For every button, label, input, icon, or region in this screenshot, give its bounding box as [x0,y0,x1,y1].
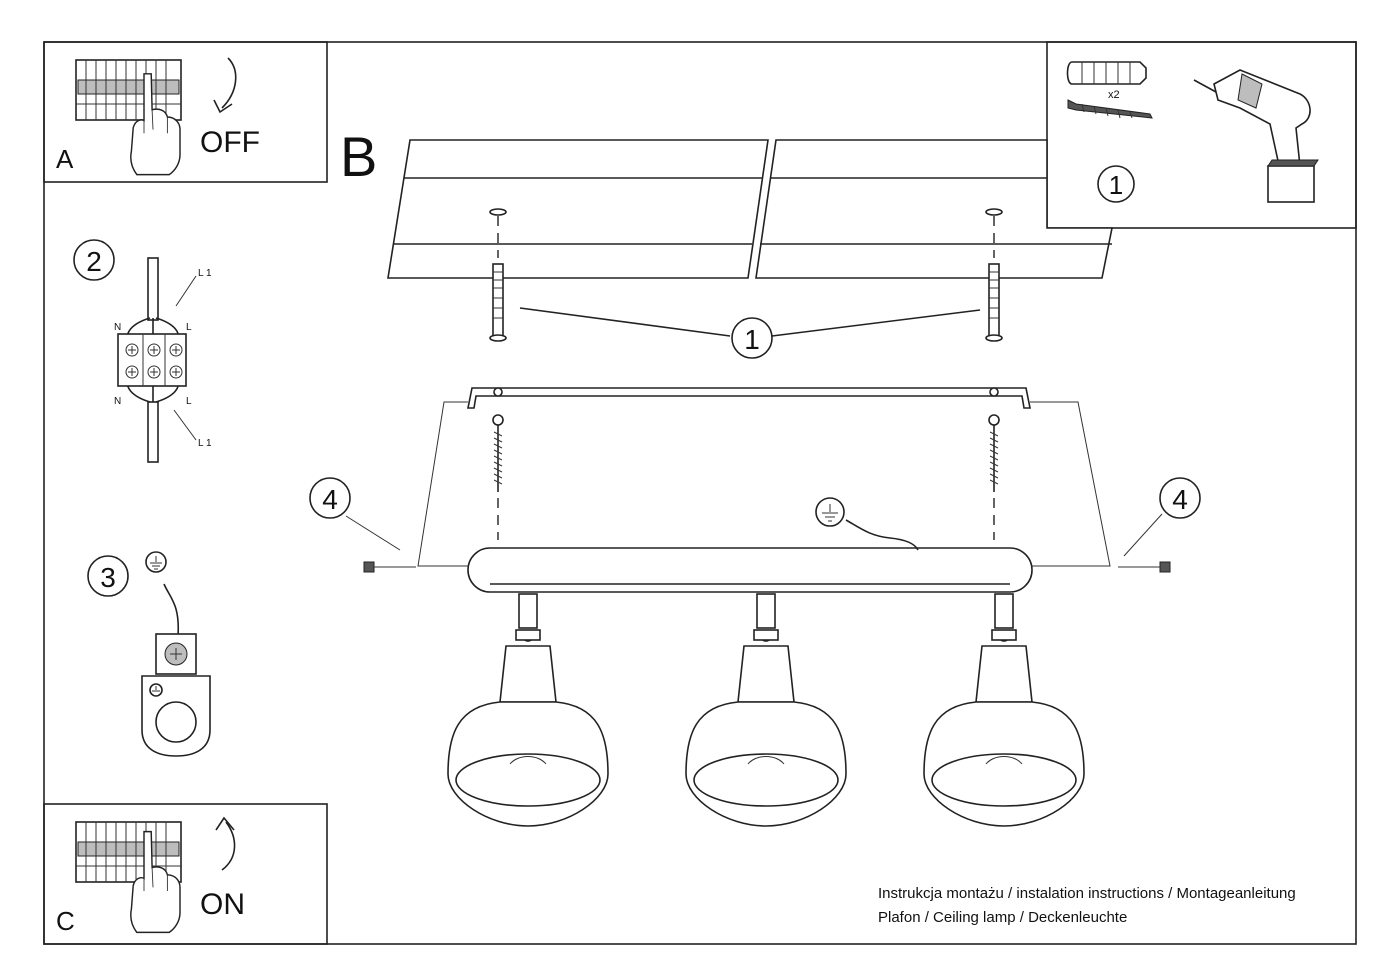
step-4-number-right: 4 [1172,484,1188,515]
step-1-number: 1 [1109,170,1123,200]
ground-connection: 3 [87,551,211,757]
step-3-number: 3 [100,562,116,593]
mounting-bracket [467,387,1031,409]
quantity-label: x2 [1108,89,1120,101]
panel-a: OFF A [43,41,328,183]
lamp-canopy [467,547,1033,593]
footer-line-2: Plafon / Ceiling lamp / Deckenleuchte [878,909,1127,926]
wire-label-l-top: L [186,322,192,333]
step-2-badge [73,239,115,281]
wire-label-l-bottom: L [186,396,192,407]
wall-plug-right [985,263,1003,342]
step-4-callout-right [1159,477,1201,519]
arrow-down-icon [221,57,237,109]
step-3-badge [87,555,129,597]
wire-label-l1-top: L 1 [198,268,212,279]
panel-c: ON C [43,803,328,945]
wire-label-n-top: N [114,322,121,333]
ceiling [387,139,1113,279]
panel-b: B 1 [309,125,1201,827]
step-2-number: 2 [86,246,102,277]
step-1-badge [1097,165,1135,203]
step-1-callout-number: 1 [744,324,760,355]
lamp-head-1 [447,593,609,827]
screw-icon [1067,99,1153,119]
screw-left [492,414,504,493]
side-screw-left [363,561,416,573]
breaker-panel-icon [75,59,182,121]
wire-label-l1-bottom: L 1 [198,438,212,449]
wall-plug-left [489,263,507,342]
screw-right [988,414,1000,493]
lamp-head-3 [923,593,1085,827]
wire-label-n-bottom: N [114,396,121,407]
tools-box: x2 1 [1046,41,1357,229]
step-1-callout [731,317,773,359]
sheet-frame [43,41,1357,945]
footer-line-1: Instrukcja montażu / instalation instruc… [878,885,1296,902]
panel-c-letter: C [56,906,75,936]
panel-a-action: OFF [200,126,260,159]
step-4-number-left: 4 [322,484,338,515]
panel-c-action: ON [200,888,245,921]
wall-plug-icon [1066,61,1147,85]
step-4-callout-left [309,477,351,519]
side-screw-right [1118,561,1171,573]
panel-b-letter: B [340,125,377,188]
lamp-head-2 [685,593,847,827]
arrow-up-icon [221,821,236,871]
wiring-diagram: 2 L 1 L 1 N L N L [73,239,212,463]
panel-a-letter: A [56,144,74,174]
drill-icon [1193,69,1319,203]
